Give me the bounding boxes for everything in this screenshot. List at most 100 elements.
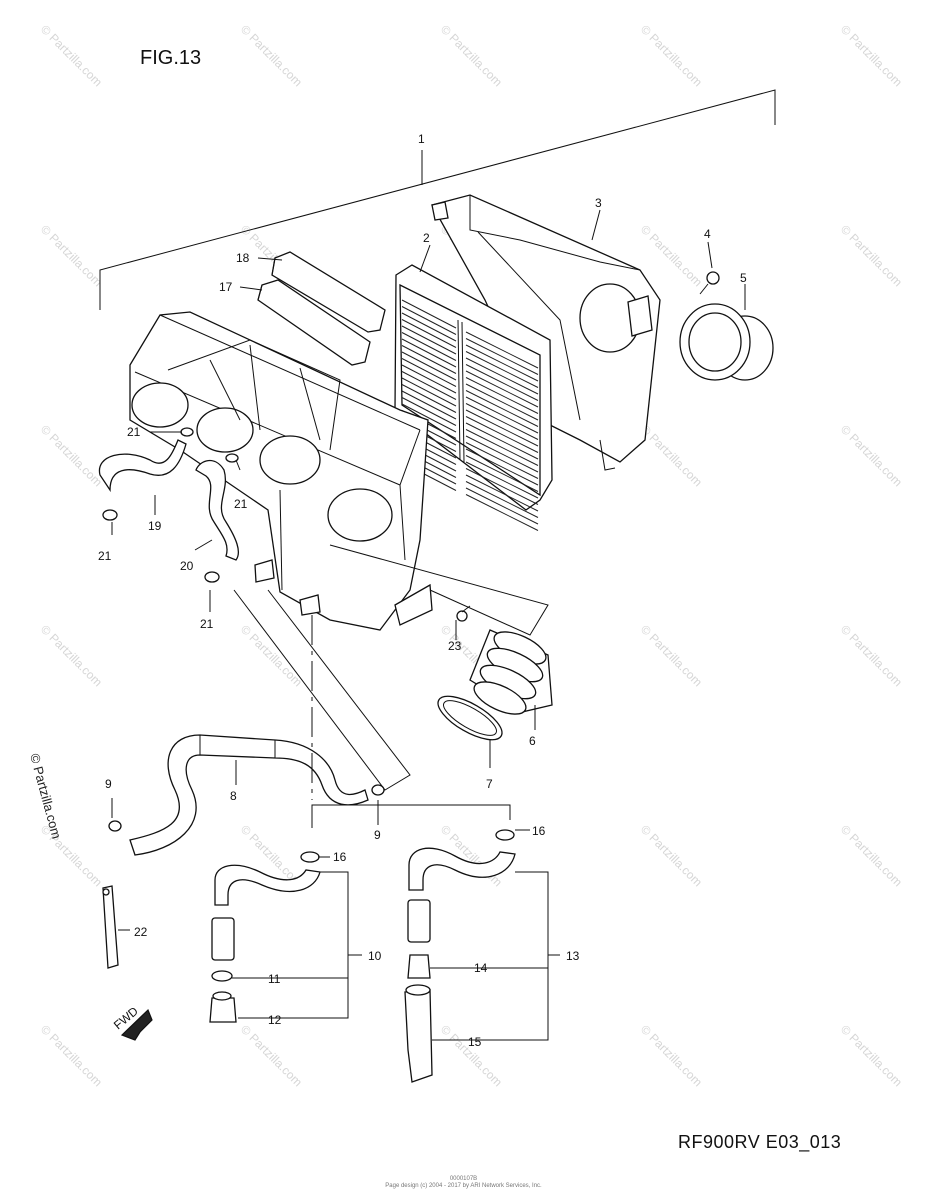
hose-19 bbox=[98, 439, 187, 493]
fwd-arrow-icon bbox=[120, 1008, 153, 1041]
callout-14: 14 bbox=[474, 961, 488, 975]
watermark-19: © Partzilla.com bbox=[838, 622, 905, 689]
clip-9-left bbox=[108, 820, 122, 832]
pleat-line bbox=[465, 494, 539, 531]
clip-9-right bbox=[371, 784, 385, 796]
pleat-line bbox=[465, 448, 539, 486]
callout-9: 9 bbox=[374, 828, 381, 842]
pleat-line bbox=[401, 390, 457, 420]
pleat-line bbox=[465, 487, 539, 525]
pleat-line bbox=[401, 397, 457, 426]
clamp-7 bbox=[437, 695, 503, 741]
pleat-line bbox=[465, 364, 539, 401]
pleat-line bbox=[401, 338, 457, 368]
watermark-4: © Partzilla.com bbox=[838, 22, 905, 89]
pad-17 bbox=[257, 279, 371, 366]
filter-pleats bbox=[401, 299, 539, 531]
drain-hose-13 bbox=[404, 847, 516, 1083]
strap-22 bbox=[102, 885, 119, 969]
pleat-line bbox=[401, 312, 457, 342]
leader-lines bbox=[111, 209, 746, 1041]
watermark-10: © Partzilla.com bbox=[38, 422, 105, 489]
footer-code: 0000107B bbox=[449, 1176, 478, 1182]
callout-23: 23 bbox=[448, 639, 462, 653]
pleat-line bbox=[401, 351, 457, 381]
pleat-line bbox=[465, 370, 539, 408]
watermark-16: © Partzilla.com bbox=[238, 622, 305, 689]
watermark-5: © Partzilla.com bbox=[38, 222, 105, 289]
pleat-line bbox=[465, 383, 539, 421]
pleat-line bbox=[465, 416, 539, 453]
pleat-line bbox=[465, 344, 539, 382]
callout-3: 3 bbox=[595, 196, 602, 210]
watermark-3: © Partzilla.com bbox=[638, 22, 705, 89]
pleat-line bbox=[401, 299, 457, 329]
clip-16-left bbox=[300, 851, 320, 863]
pleat-line bbox=[465, 377, 539, 414]
watermark-13: © Partzilla.com bbox=[638, 422, 705, 489]
clip-21-lower bbox=[204, 571, 220, 583]
callout-2: 2 bbox=[423, 231, 430, 245]
callout-1: 1 bbox=[418, 132, 425, 146]
callout-22: 22 bbox=[134, 925, 148, 939]
callout-21: 21 bbox=[234, 497, 248, 511]
watermark-29: © Partzilla.com bbox=[838, 1022, 905, 1089]
watermark-18: © Partzilla.com bbox=[638, 622, 705, 689]
callout-7: 7 bbox=[486, 777, 493, 791]
watermark-0: © Partzilla.com bbox=[38, 22, 105, 89]
callout-21: 21 bbox=[98, 549, 112, 563]
callout-13: 13 bbox=[566, 949, 580, 963]
watermark-28: © Partzilla.com bbox=[638, 1022, 705, 1089]
pleat-line bbox=[401, 306, 457, 335]
hose-20 bbox=[195, 459, 240, 561]
callout-8: 8 bbox=[230, 789, 237, 803]
pleat-line bbox=[465, 331, 539, 369]
pleat-line bbox=[465, 461, 539, 499]
pleat-line bbox=[465, 351, 539, 388]
pleat-line bbox=[401, 364, 457, 394]
watermark-2: © Partzilla.com bbox=[438, 22, 505, 89]
callout-21: 21 bbox=[127, 425, 141, 439]
pleat-line bbox=[465, 409, 539, 447]
watermark-26: © Partzilla.com bbox=[238, 1022, 305, 1089]
pleat-line bbox=[465, 403, 539, 440]
callout-4: 4 bbox=[704, 227, 711, 241]
pleat-line bbox=[465, 474, 539, 512]
figure-title: FIG.13 bbox=[140, 47, 202, 69]
watermark-24: © Partzilla.com bbox=[838, 822, 905, 889]
pleat-line bbox=[401, 358, 457, 387]
watermark-27: © Partzilla.com bbox=[438, 1022, 505, 1089]
screw-23 bbox=[456, 605, 471, 622]
clip-21-upper bbox=[180, 427, 194, 437]
callout-16: 16 bbox=[532, 824, 546, 838]
drain-hose-10 bbox=[209, 864, 321, 1023]
pleat-line bbox=[465, 468, 539, 505]
pleat-line bbox=[401, 403, 457, 433]
clip-16-right bbox=[495, 829, 515, 841]
pleat-line bbox=[401, 371, 457, 400]
callout-11: 11 bbox=[268, 972, 281, 986]
callout-20: 20 bbox=[180, 559, 194, 573]
pleat-line bbox=[401, 319, 457, 348]
assembly-bracket bbox=[99, 89, 776, 310]
watermark-14: © Partzilla.com bbox=[838, 422, 905, 489]
pleat-line bbox=[465, 338, 539, 375]
callout-16: 16 bbox=[333, 850, 347, 864]
clip-21-right bbox=[225, 453, 239, 463]
pleat-line bbox=[401, 325, 457, 355]
callout-17: 17 bbox=[219, 280, 233, 294]
pad-18 bbox=[271, 251, 386, 333]
watermark-layer: © Partzilla.com © Partzilla.com © Partzill… bbox=[38, 22, 905, 1089]
watermark-9: © Partzilla.com bbox=[838, 222, 905, 289]
pleat-line bbox=[465, 455, 539, 492]
drawing-code: RF900RV E03_013 bbox=[678, 1132, 842, 1152]
watermark-15: © Partzilla.com bbox=[38, 622, 105, 689]
callout-18: 18 bbox=[236, 251, 250, 265]
drain-hose-8 bbox=[129, 734, 369, 856]
callout-5: 5 bbox=[740, 271, 747, 285]
callout-9: 9 bbox=[105, 777, 112, 791]
intake-boot-6 bbox=[469, 629, 553, 715]
pleat-line bbox=[465, 442, 539, 479]
pleat-line bbox=[465, 429, 539, 466]
